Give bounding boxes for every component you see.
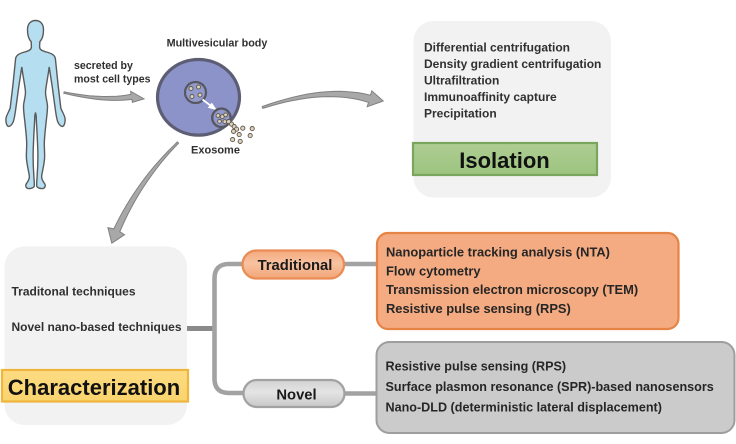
svg-text:Traditonal techniques: Traditonal techniques bbox=[12, 285, 136, 299]
svg-text:Precipitation: Precipitation bbox=[424, 107, 497, 121]
svg-text:secreted by: secreted by bbox=[74, 60, 133, 72]
svg-text:Isolation: Isolation bbox=[459, 148, 549, 173]
svg-text:Density gradient centrifugatio: Density gradient centrifugation bbox=[424, 57, 601, 71]
svg-text:Transmission electron microsco: Transmission electron microscopy (TEM) bbox=[386, 282, 638, 297]
svg-text:Novel: Novel bbox=[276, 387, 316, 403]
svg-text:most cell types: most cell types bbox=[74, 74, 151, 86]
svg-text:Flow cytometry: Flow cytometry bbox=[386, 264, 481, 279]
svg-text:Traditional: Traditional bbox=[258, 258, 333, 274]
svg-text:Characterization: Characterization bbox=[8, 375, 180, 400]
svg-text:Exosome: Exosome bbox=[191, 145, 240, 157]
svg-text:Novel nano-based techniques: Novel nano-based techniques bbox=[12, 320, 182, 334]
svg-text:Nano-DLD (deterministic latera: Nano-DLD (deterministic lateral displace… bbox=[386, 401, 662, 415]
svg-text:Resistive pulse sensing (RPS): Resistive pulse sensing (RPS) bbox=[386, 360, 567, 374]
svg-text:Ultrafiltration: Ultrafiltration bbox=[424, 74, 499, 88]
svg-text:Differential centrifugation: Differential centrifugation bbox=[424, 41, 570, 55]
svg-text:Nanoparticle tracking analysis: Nanoparticle tracking analysis (NTA) bbox=[386, 245, 610, 260]
svg-text:Multivesicular body: Multivesicular body bbox=[167, 38, 268, 50]
svg-text:Immunoaffinity capture: Immunoaffinity capture bbox=[424, 90, 557, 104]
svg-text:Surface plasmon resonance (SPR: Surface plasmon resonance (SPR)-based na… bbox=[386, 380, 714, 394]
svg-text:Resistive pulse sensing (RPS): Resistive pulse sensing (RPS) bbox=[386, 301, 571, 316]
